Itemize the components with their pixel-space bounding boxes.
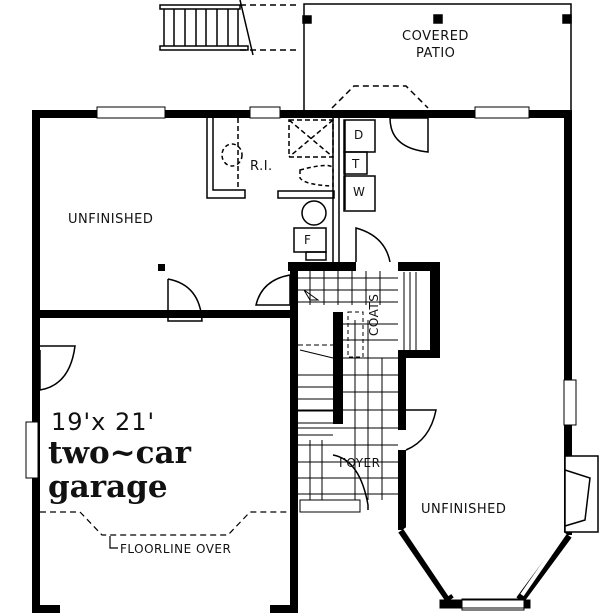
interior-fixtures [206,118,376,265]
coats-closet-label: COATS [367,293,381,336]
exterior-stairs [159,0,254,56]
floorline-over [40,511,292,549]
laundry-tub-label: T [352,157,360,171]
exterior-walls [32,110,572,613]
doors [39,117,437,510]
covered-patio-label-1: COVERED [402,29,469,44]
furnace-label: F [304,233,312,247]
unfinished-right-label: UNFINISHED [421,502,507,517]
windows [25,106,577,611]
garage-label-line2: garage [48,469,168,505]
rough-in-label: R.I. [250,159,273,174]
foyer-tile [298,271,417,513]
post-marker [158,264,165,271]
dryer-label: D [354,128,364,142]
fireplace [564,455,599,533]
garage-label-line1: two~car [48,435,191,471]
garage-dimensions: 19'x 21' [51,408,156,436]
covered-patio-label-2: PATIO [416,46,456,61]
covered-patio [240,3,572,110]
floorline-over-label: FLOORLINE OVER [120,542,232,556]
washer-label: W [353,185,366,199]
bay-window [398,526,572,609]
unfinished-left-label: UNFINISHED [68,212,154,227]
foyer-label: FOYER [339,456,381,470]
